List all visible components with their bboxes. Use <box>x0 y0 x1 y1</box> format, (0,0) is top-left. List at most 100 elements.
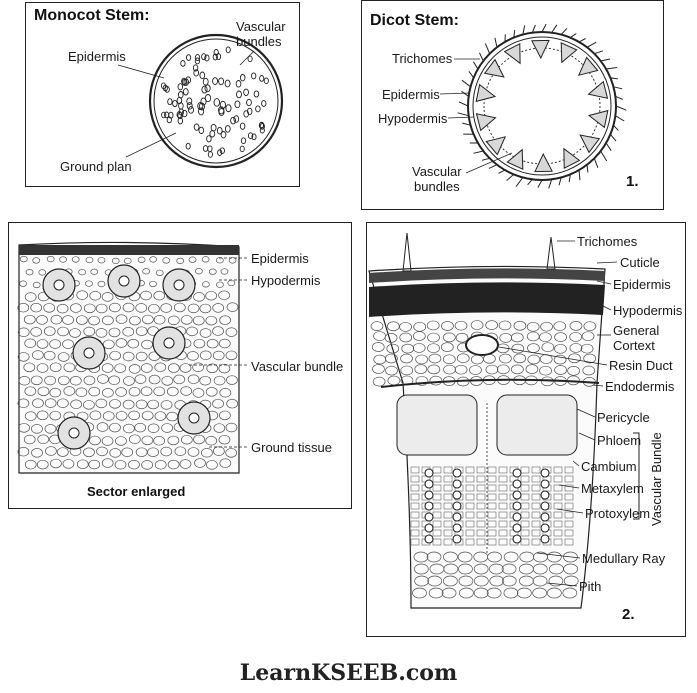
sector-ground-cell <box>115 314 128 324</box>
detail-pith-cell <box>428 587 444 599</box>
detail-pith-cell <box>458 563 473 575</box>
monocot-vascular-bundle <box>225 46 231 54</box>
sector-ground-cell <box>160 400 173 410</box>
detail-endodermis-line <box>380 378 600 388</box>
sector-ground-cell <box>140 386 153 396</box>
sector-ground-cell <box>192 388 205 398</box>
monocot-vascular-bundle <box>240 137 247 145</box>
detail-cortex-cell <box>498 320 512 331</box>
monocot-vascular-bundle <box>212 53 218 61</box>
monocot-vascular-bundle <box>167 98 173 106</box>
monocot-vascular-bundle <box>239 145 245 153</box>
detail-label-resin-duct: Resin Duct <box>609 358 673 373</box>
sector-ground-cell <box>176 257 185 265</box>
sector-ground-cell <box>167 435 180 446</box>
detail-vascular-cell <box>553 466 563 474</box>
detail-trichome <box>546 236 556 270</box>
sector-ground-cell <box>155 269 164 276</box>
monocot-vascular-bundle <box>202 145 209 152</box>
monocot-vascular-bundle <box>193 123 200 131</box>
detail-vascular-cell <box>531 502 541 510</box>
monocot-vascular-bundle <box>177 117 184 125</box>
sector-ground-cell <box>115 436 127 446</box>
detail-vascular-cell <box>432 475 442 483</box>
sector-ground-cell <box>44 375 57 386</box>
dicot-trichome <box>488 164 498 169</box>
sector-ground-cell <box>206 460 218 470</box>
sector-ground-cell <box>62 459 75 469</box>
sector-ground-cell <box>201 448 213 458</box>
monocot-vascular-bundle <box>213 49 219 56</box>
monocot-pointer-ground <box>125 132 177 158</box>
monocot-vascular-bundle <box>253 90 260 98</box>
detail-cortex-cell <box>554 343 567 354</box>
dicot-trichome <box>613 124 619 131</box>
dicot-vascular-bundle <box>534 152 553 173</box>
sector-ground-cell <box>59 256 67 263</box>
detail-vascular-cell <box>498 493 508 501</box>
sector-ground-cell <box>154 362 167 373</box>
detail-vascular-cell <box>476 466 486 474</box>
sector-ground-cell <box>187 351 199 361</box>
sector-ground-cell <box>187 303 200 314</box>
sector-ground-cell <box>109 448 122 458</box>
dicot-title: Dicot Stem: <box>370 12 459 29</box>
detail-xylem-vessel <box>424 479 434 489</box>
detail-pith-cell <box>532 587 548 599</box>
detail-vascular-cell <box>410 466 420 474</box>
monocot-vascular-bundle <box>255 105 261 113</box>
sector-ground-cell <box>205 290 218 301</box>
sector-ground-cell <box>109 399 121 409</box>
monocot-vascular-bundle <box>218 106 225 115</box>
monocot-vascular-bundle <box>194 57 201 65</box>
detail-xylem-vessel <box>452 468 462 478</box>
sector-ground-cell <box>43 350 56 361</box>
sector-ground-cell <box>192 315 205 326</box>
sector-ground-cell <box>212 398 224 409</box>
detail-vascular-cell <box>432 520 442 528</box>
sector-ground-cell <box>188 256 197 263</box>
sector-ground-cell <box>147 447 159 457</box>
sector-vascular-vessel <box>83 347 95 359</box>
detail-xylem-vessel <box>424 490 434 500</box>
detail-pith-cell <box>457 551 473 563</box>
sector-ground-cell <box>225 327 238 337</box>
sector-ground-cell <box>63 386 76 396</box>
sector-ground-cell <box>135 399 148 410</box>
detail-vascular-cell <box>443 502 453 510</box>
dicot-trichome <box>551 24 558 33</box>
dicot-trichome <box>479 52 484 62</box>
detail-cortex-cell <box>386 343 400 354</box>
detail-pith-cell <box>458 575 474 587</box>
detail-vascular-cell <box>520 538 530 546</box>
detail-vascular-cell <box>487 511 497 519</box>
sector-ground-cell <box>123 423 135 434</box>
detail-vascular-cell <box>465 529 475 537</box>
monocot-vascular-bundle <box>212 77 219 85</box>
detail-vascular-cell <box>531 493 541 501</box>
sector-ground-cell <box>173 302 186 313</box>
detail-pith-cell <box>547 587 562 599</box>
detail-pith-cell <box>443 563 459 575</box>
detail-vascular-cell <box>443 493 453 501</box>
detail-cortex-cell <box>399 322 412 332</box>
detail-vascular-cell <box>531 466 541 474</box>
detail-vascular-cell <box>465 493 475 501</box>
sector-ground-cell <box>219 315 231 325</box>
detail-cortex-cell <box>442 354 456 365</box>
sector-ground-cell <box>70 399 83 410</box>
detail-vascular-cell <box>487 484 497 492</box>
detail-pointer <box>578 432 596 441</box>
detail-vascular-cell <box>410 529 420 537</box>
monocot-vascular-bundle <box>161 111 167 119</box>
detail-vascular-cell <box>487 502 497 510</box>
dicot-trichome <box>531 24 536 33</box>
dicot-label-vascular-bundles: Vascular bundles <box>412 164 462 194</box>
sector-ground-cell <box>24 386 37 396</box>
sector-ground-cell <box>208 268 217 275</box>
sector-ground-cell <box>83 375 96 386</box>
detail-trichome <box>402 232 412 272</box>
sector-ground-cell <box>186 326 198 337</box>
detail-vascular-cell <box>432 484 442 492</box>
detail-vascular-cell <box>531 538 541 546</box>
